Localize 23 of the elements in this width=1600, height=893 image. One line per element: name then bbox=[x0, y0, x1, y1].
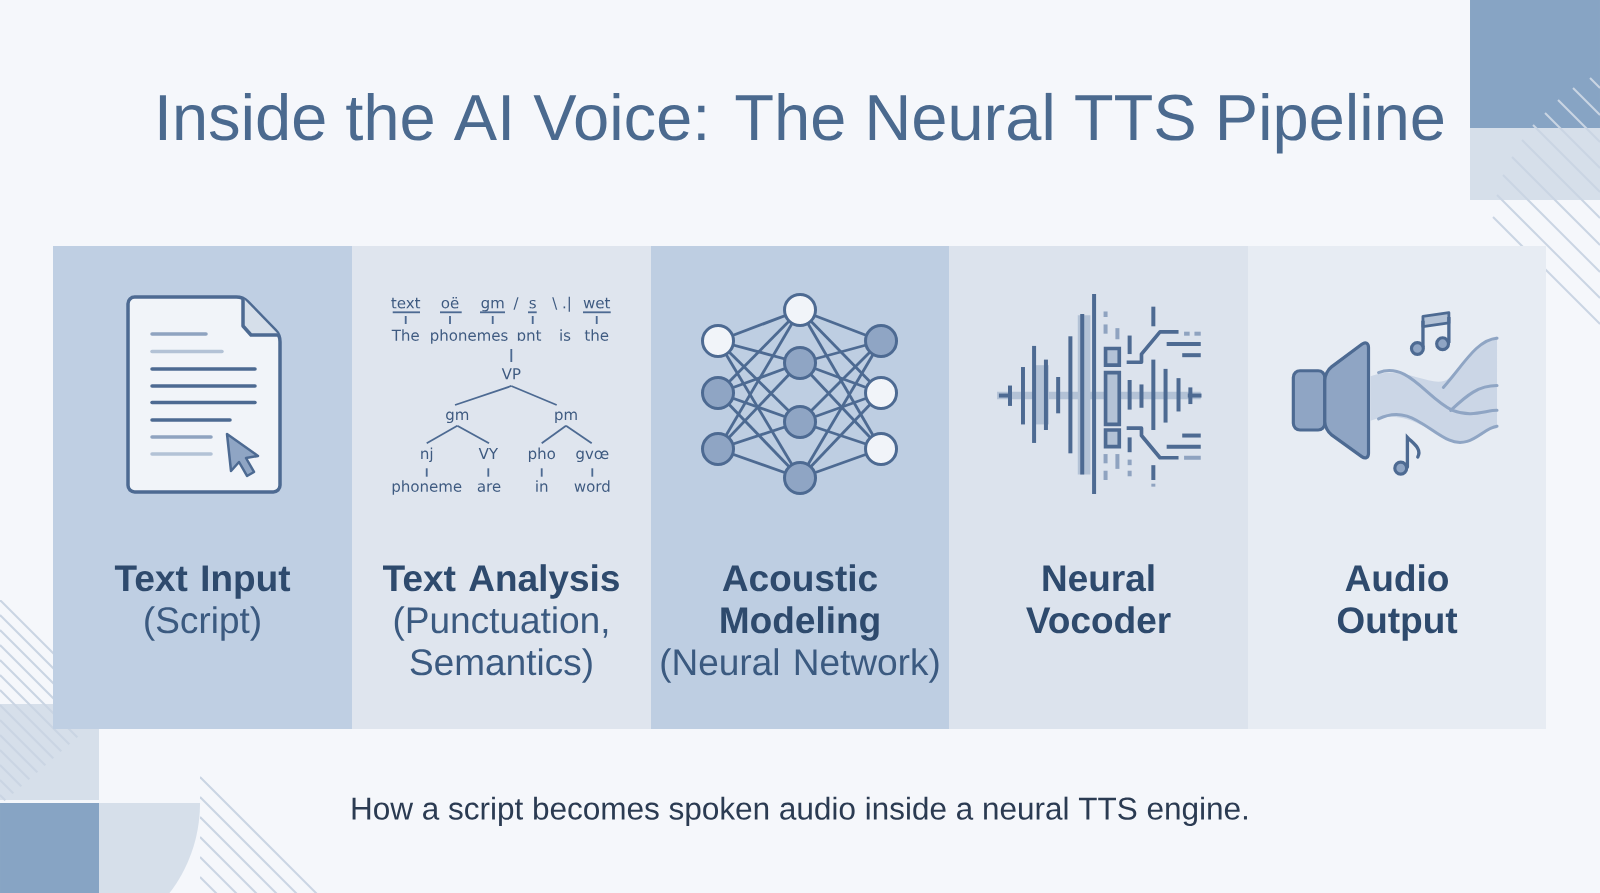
tree-label: wet bbox=[583, 297, 611, 309]
stage-title: Audio Output bbox=[1337, 564, 1458, 641]
tree-label: are bbox=[477, 483, 501, 492]
tree-label: gm bbox=[481, 299, 504, 312]
stage-panel bbox=[949, 246, 1248, 729]
stage-title: Neural Vocoder bbox=[1026, 564, 1171, 634]
stage-title: Text Analysis bbox=[383, 564, 619, 599]
tree-label: / bbox=[513, 297, 519, 310]
stage-panel bbox=[651, 246, 949, 729]
tree-label: word bbox=[574, 480, 610, 492]
stage-subtitle: (Neural Network) bbox=[661, 648, 939, 683]
tree-label: phoneme bbox=[392, 480, 462, 495]
tree-label: oë bbox=[441, 296, 459, 309]
tree-label: s bbox=[529, 299, 536, 309]
stage-subtitle: (Punctuation, Semantics) bbox=[394, 606, 608, 683]
stage-title: Text Input bbox=[114, 565, 291, 599]
caption: How a script becomes spoken audio inside a neural TTS engine. bbox=[352, 796, 1247, 827]
tree-label: text bbox=[391, 297, 421, 309]
tree-label: \ .| bbox=[552, 296, 570, 312]
stage-title: Acoustic Modeling bbox=[721, 564, 879, 641]
title: Inside the AI Voice: The Neural TTS Pipeline bbox=[159, 92, 1444, 154]
stage-subtitle: (Script) bbox=[145, 606, 260, 641]
tree-label: in bbox=[536, 480, 548, 492]
